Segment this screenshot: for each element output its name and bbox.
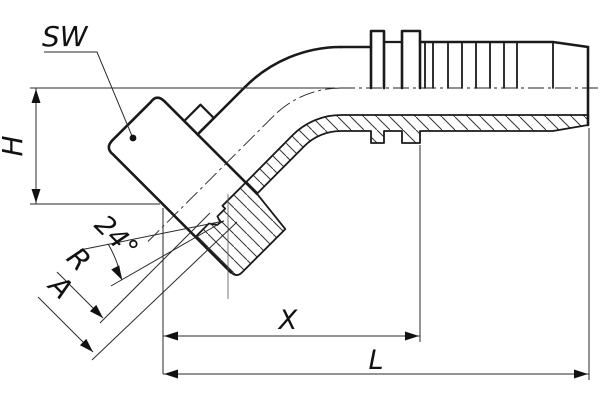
nut-outline <box>107 96 233 274</box>
h-arrow-down <box>31 189 41 203</box>
x-arrow-left <box>164 331 178 341</box>
dim-x: X <box>162 145 421 374</box>
hose-stem-profile <box>339 29 590 127</box>
x-extension-lines <box>162 145 421 374</box>
x-arrow-right <box>405 331 419 341</box>
sw-leader-dot <box>129 134 137 142</box>
port-centerline <box>147 115 275 242</box>
port-tube-edge <box>196 85 247 136</box>
centerlines <box>147 87 598 242</box>
l-arrow-right <box>574 369 588 379</box>
h-arrow-up <box>31 89 41 103</box>
r-arrow <box>89 304 103 318</box>
hose-collar-1 <box>369 29 386 90</box>
label-sw: SW <box>42 20 89 53</box>
angle-arrow <box>111 265 122 280</box>
bend-outer-curve <box>243 45 343 89</box>
label-cone-angle: 24° <box>88 209 144 265</box>
label-l: L <box>368 345 383 376</box>
bend-centerline <box>273 87 342 117</box>
a-arrow <box>79 338 93 352</box>
dim-l: L <box>163 128 590 380</box>
barb-ridges <box>424 41 554 89</box>
l-arrow-left <box>164 369 178 379</box>
elbow-and-nut <box>107 45 343 274</box>
hose-collar-2 <box>400 29 422 90</box>
nut-back-face <box>163 100 259 196</box>
label-x: X <box>277 305 298 336</box>
dim-sw: SW <box>42 20 137 142</box>
section-hatch-band <box>194 114 589 276</box>
stem-tip-face <box>418 40 590 127</box>
step-ring <box>183 103 215 123</box>
dim-h: H <box>0 87 335 205</box>
label-h: H <box>0 135 29 156</box>
